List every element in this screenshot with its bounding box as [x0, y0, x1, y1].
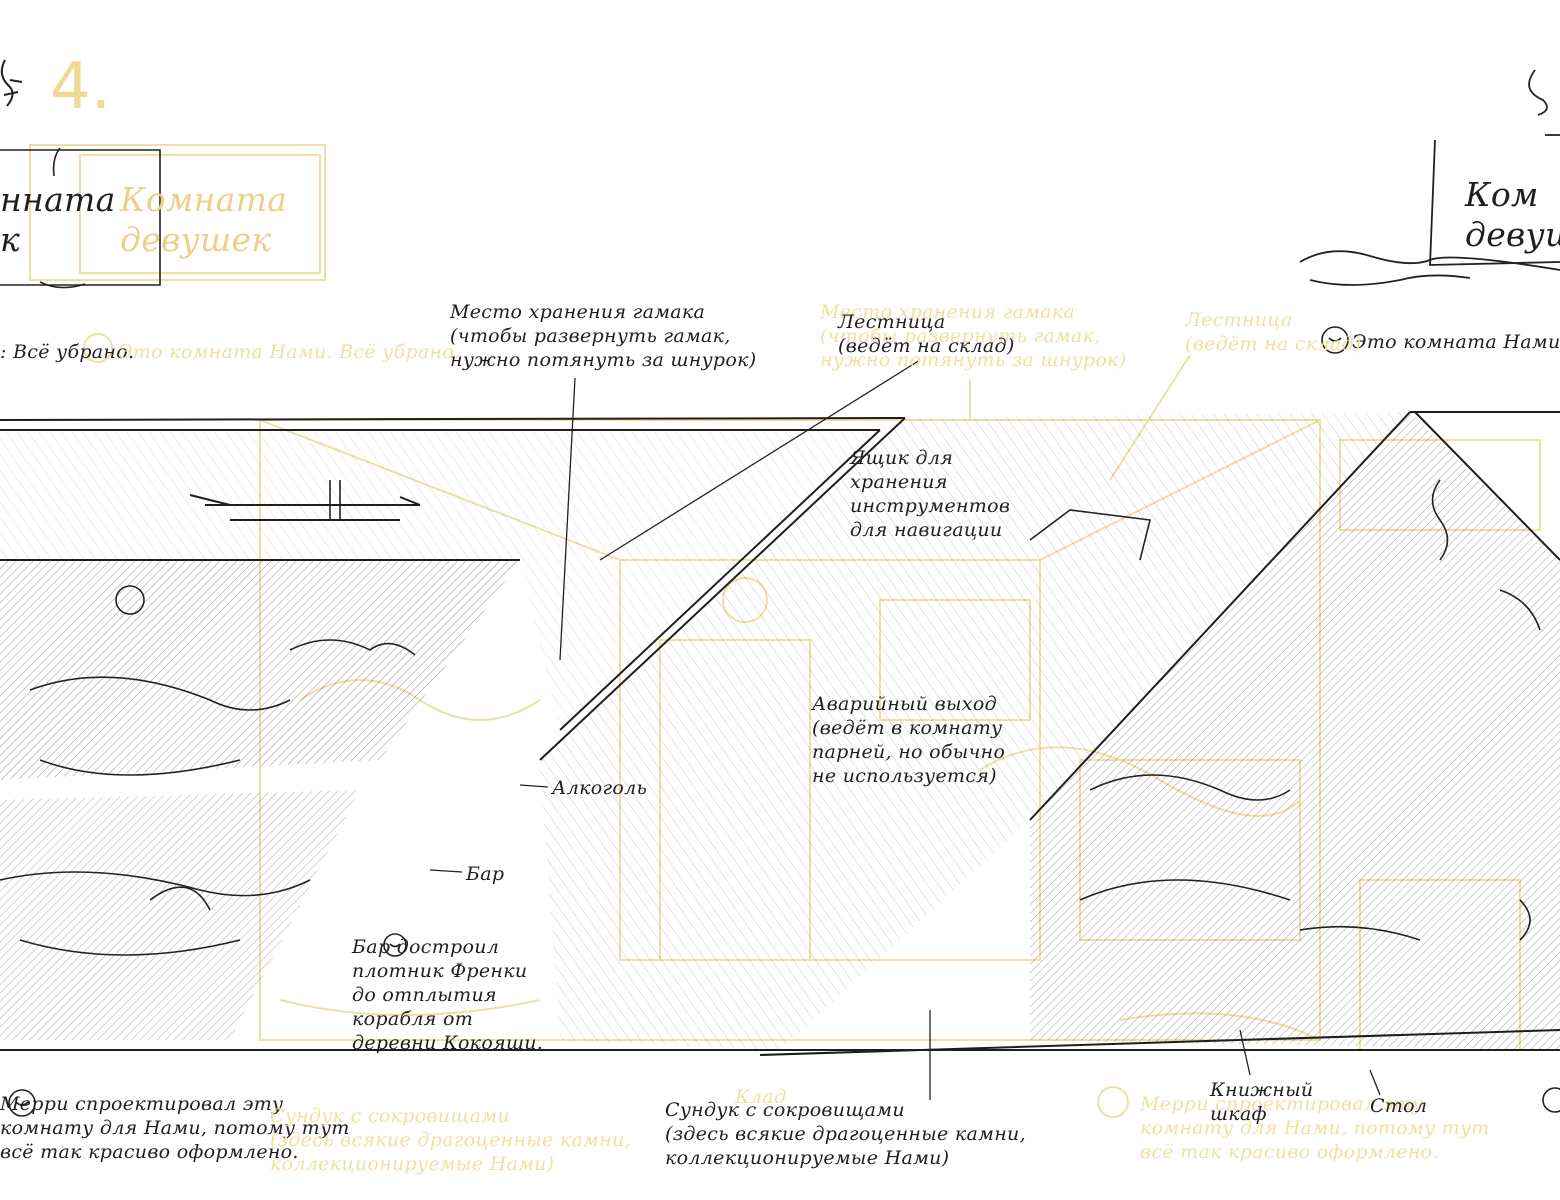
alcohol-label: Алкоголь [552, 777, 648, 799]
leader-lines [429, 359, 1381, 1100]
note-marker-icons [8, 326, 1560, 1117]
table-label: Стол [1370, 1095, 1428, 1117]
treasure-chest-label: Сундук с сокровищами (здесь всякие драго… [665, 1099, 1026, 1169]
navigation-box-label: Ящик для хранения инструментов для навиг… [850, 447, 1011, 541]
hammock-label-ghost: Место хранения гамака (чтобы развернуть … [820, 301, 1127, 371]
bookshelf-label: Книжный шкаф [1210, 1079, 1314, 1125]
hammock-label: Место хранения гамака (чтобы развернуть … [450, 301, 757, 371]
merry-note: Мерри спроектировал эту комнату для Нами… [0, 1093, 350, 1163]
furniture-sketches [0, 479, 1541, 956]
ghost-title: Комната девушек [120, 180, 288, 259]
ladder-label-ghost: Лестница (ведёт на склад) [1185, 309, 1362, 355]
corner-mark-left [0, 59, 23, 107]
emergency-exit-label: Аварийный выход (ведёт в комнату парней,… [812, 693, 1006, 787]
chest-short-ghost: Клад [735, 1086, 787, 1108]
left-title-fragment: нната к [0, 180, 116, 259]
right-title: Ком девушек [1465, 175, 1560, 254]
ghost-marker-icons [83, 333, 1129, 1118]
ladder-label: Лестница (ведёт на склад) [838, 311, 1015, 357]
left-room-note: : Всё убрано. [0, 341, 135, 363]
merry-note-ghost: Мерри спроектировал эту комнату для Нами… [1140, 1093, 1490, 1163]
left-title-plaque [0, 147, 161, 289]
right-title-plaque [1299, 69, 1560, 286]
page-number: 4. [50, 50, 112, 124]
chest-label-ghost: Сундук с сокровищами (здесь всякие драго… [270, 1105, 631, 1175]
bar-note: Бар достроил плотник Френки до отплытия … [352, 936, 544, 1054]
bar-label: Бар [466, 863, 505, 885]
hatched-masses [0, 412, 1560, 1050]
right-room-note: Это комната Нами [1352, 331, 1560, 353]
left-room-note-ghost: Это комната Нами. Всё убрано. [118, 341, 461, 363]
